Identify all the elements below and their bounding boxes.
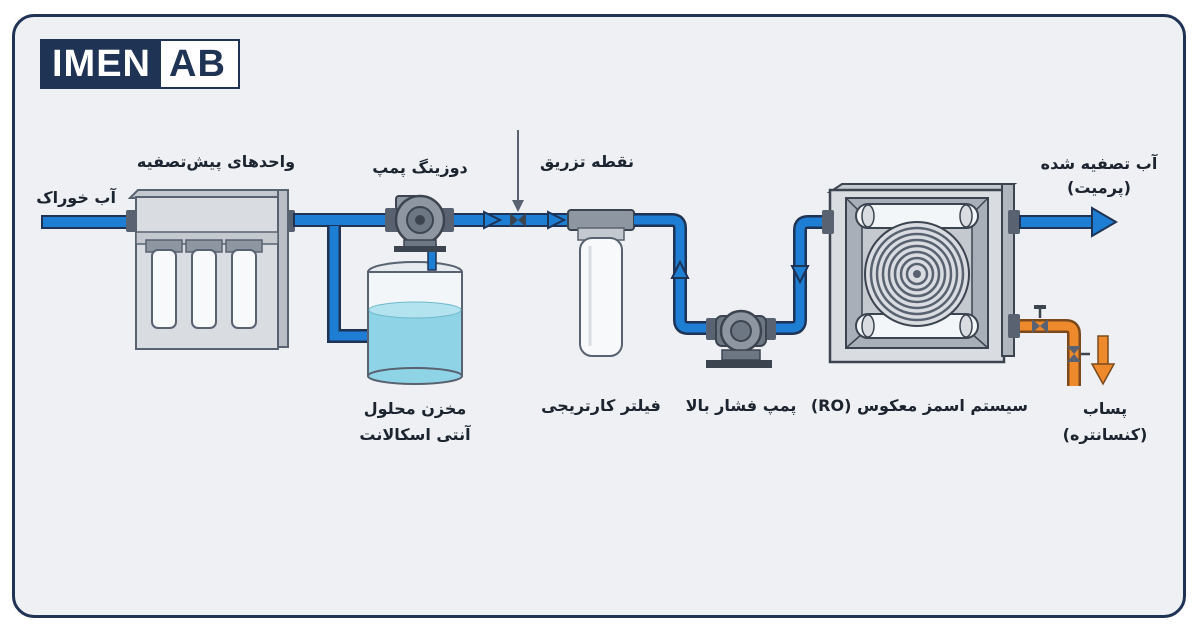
cartridge-filter-label: فیلتر کارتریجی — [541, 396, 661, 415]
ro-membrane-vessel-top — [855, 203, 979, 229]
flow-arrow-icon — [483, 210, 503, 230]
tank-label: مخزن محلول آنتی اسکالانت — [335, 396, 495, 448]
high-pressure-pump-label: پمپ فشار بالا — [685, 396, 797, 415]
injection-point-valve — [510, 130, 526, 227]
concentrate-label-line1: پساب — [1082, 399, 1128, 418]
flow-arrow-icon — [547, 210, 567, 230]
pretreatment-filter-housing-2 — [185, 239, 223, 329]
concentrate-pipe — [1020, 305, 1116, 386]
dosing-pump — [385, 194, 454, 252]
high-pressure-pipe — [634, 213, 834, 335]
dosing-pump-label: دوزینگ پمپ — [372, 158, 468, 177]
arrow-down-icon — [1090, 335, 1116, 386]
flow-arrow-icon — [790, 265, 810, 285]
flow-arrow-icon — [670, 259, 690, 279]
concentrate-label-line2: (کنسانتره) — [1062, 425, 1148, 444]
feed-water-pipe — [41, 215, 139, 229]
pretreatment-unit — [126, 189, 295, 350]
ro-system — [822, 183, 1020, 364]
ro-system-label: سیستم اسمز معکوس (RO) — [810, 396, 1028, 415]
permeate-label-line2: (پرمیت) — [1067, 178, 1131, 197]
injection-point-label: نقطه تزریق — [540, 152, 634, 171]
logo-text-imen: IMEN — [40, 39, 159, 89]
permeate-label: آب تصفیه شده (پرمیت) — [1038, 152, 1160, 200]
feed-water-label: آب خوراک — [36, 188, 116, 207]
tank-label-line2: آنتی اسکالانت — [359, 425, 471, 444]
pretreatment-label: واحدهای پیش‌تصفیه — [136, 152, 296, 171]
logo-text-ab: AB — [159, 39, 240, 89]
pretreatment-filter-housing-1 — [145, 239, 183, 329]
ro-membrane-spiral-icon — [864, 221, 970, 327]
high-pressure-pump — [706, 309, 776, 368]
pretreatment-filter-housing-3 — [225, 239, 263, 329]
concentrate-label: پساب (کنسانتره) — [1050, 396, 1160, 448]
cartridge-filter — [567, 209, 635, 357]
permeate-label-line1: آب تصفیه شده — [1040, 154, 1158, 173]
arrow-right-icon — [1091, 206, 1118, 238]
concentrate-valve-icon — [1032, 305, 1048, 333]
antiscalant-tank — [367, 244, 463, 385]
brand-logo: IMEN AB — [40, 39, 240, 89]
tank-loop-pipe — [327, 226, 370, 343]
drain-valve-icon — [1067, 346, 1090, 362]
tank-label-line1: مخزن محلول — [363, 399, 467, 418]
permeate-pipe — [1019, 206, 1118, 238]
